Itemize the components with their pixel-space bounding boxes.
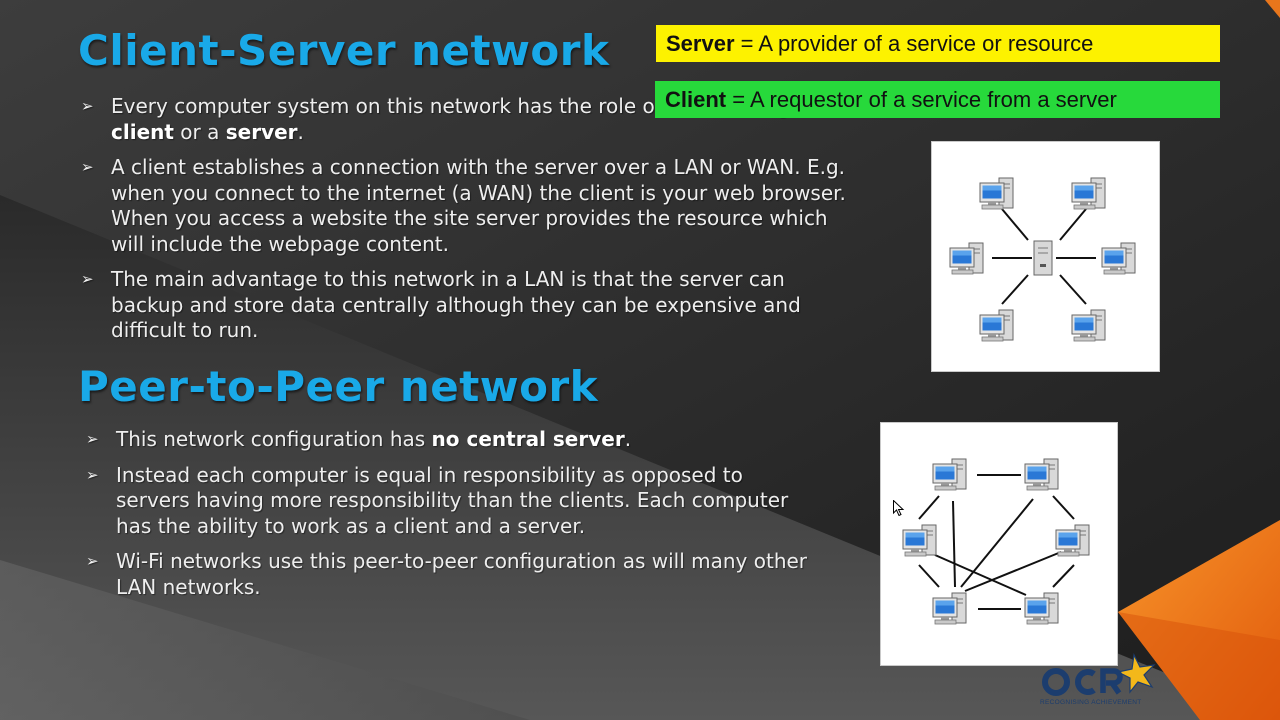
server-term: Server — [666, 31, 735, 56]
client-term: Client — [665, 87, 727, 112]
ocr-tagline: RECOGNISING ACHIEVEMENT — [1040, 699, 1142, 706]
bullet-wifi: ➢ Wi-Fi networks use this peer-to-peer c… — [86, 549, 808, 599]
computer-icon — [1071, 177, 1106, 210]
server-definition-box: Server = A provider of a service or reso… — [656, 25, 1220, 62]
computer-icon — [1024, 592, 1059, 625]
computer-icon — [1055, 524, 1090, 557]
bullet-advantage: ➢ The main advantage to this network in … — [81, 267, 801, 342]
peer-to-peer-heading: Peer-to-Peer network — [78, 362, 599, 411]
mouse-cursor-icon — [893, 500, 905, 516]
peer-to-peer-diagram — [880, 422, 1118, 666]
arrow-bullet-icon: ➢ — [81, 270, 94, 288]
computer-icon — [1071, 309, 1106, 342]
client-server-bullets: ➢ Every computer system on this network … — [80, 94, 860, 354]
computer-icon — [932, 458, 967, 491]
client-server-heading: Client-Server network — [78, 26, 610, 75]
arrow-bullet-icon: ➢ — [86, 552, 99, 570]
computer-icon — [949, 242, 984, 275]
computer-icon — [979, 309, 1014, 342]
arrow-bullet-icon: ➢ — [81, 97, 94, 115]
ocr-logo — [1042, 653, 1156, 696]
client-definition-box: Client = A requestor of a service from a… — [655, 81, 1220, 118]
mesh-topology-svg — [902, 458, 1090, 625]
arrow-bullet-icon: ➢ — [86, 430, 99, 448]
bullet-no-server: ➢ This network configuration has no cent… — [86, 427, 632, 451]
bullet-equal: ➢ Instead each computer is equal in resp… — [86, 462, 789, 538]
computer-icon — [902, 524, 937, 557]
central-server — [1033, 240, 1053, 276]
server-definition: = A provider of a service or resource — [734, 31, 1094, 56]
computer-icon — [979, 177, 1014, 210]
client-server-diagram — [931, 141, 1160, 372]
arrow-bullet-icon: ➢ — [81, 158, 94, 176]
peer-to-peer-bullets: ➢ This network configuration has no cent… — [85, 427, 815, 610]
star-topology-svg — [949, 177, 1136, 342]
computer-icon — [1101, 242, 1136, 275]
bullet-connection: ➢ A client establishes a connection with… — [81, 155, 846, 256]
computer-icon — [932, 592, 967, 625]
client-definition: = A requestor of a service from a server — [726, 87, 1117, 112]
arrow-bullet-icon: ➢ — [86, 465, 99, 484]
computer-icon — [1024, 458, 1059, 491]
